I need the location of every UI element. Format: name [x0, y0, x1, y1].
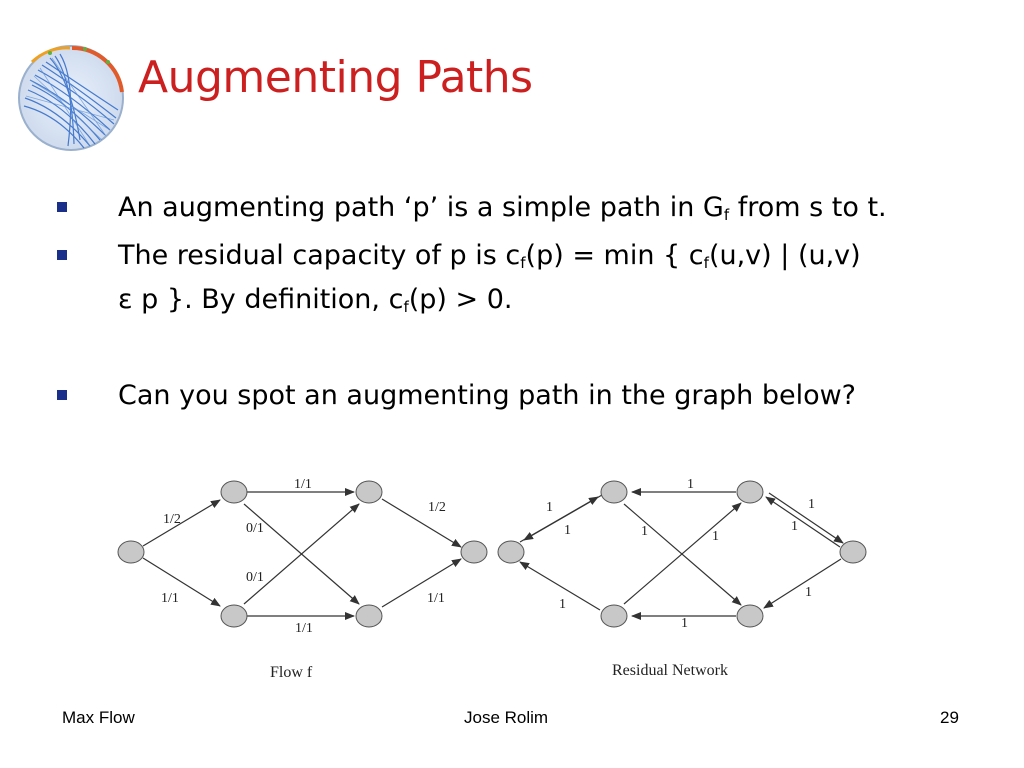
flow-edge-label: 1/1	[294, 477, 312, 492]
bullet-1-text-end: from s to t.	[729, 192, 887, 223]
flow-diagram: 1/2 1/1 1/1 0/1 0/1 1/2 1/1 1/1 Flow f 1…	[117, 477, 867, 681]
bullet-2-text: The residual capacity of p is c	[118, 240, 521, 271]
residual-edge	[623, 502, 742, 605]
bullet-augmenting-path: An augmenting path ‘p’ is a simple path …	[118, 186, 887, 230]
bullet-2-text: (p) > 0.	[408, 284, 513, 315]
residual-graph-caption: Residual Network	[612, 662, 728, 679]
flow-node	[355, 480, 383, 504]
flow-node	[220, 480, 248, 504]
residual-node	[600, 604, 628, 628]
flow-node	[220, 604, 248, 628]
residual-edge	[623, 503, 742, 606]
residual-edge	[519, 561, 601, 611]
residual-edge-label: 1	[791, 519, 798, 534]
residual-edge-label: 1	[808, 497, 815, 512]
flow-graph-caption: Flow f	[270, 664, 313, 681]
bullet-residual-capacity-line-2: ε p }. By definition, cf(p) > 0.	[118, 278, 512, 322]
bullet-marker	[57, 202, 67, 212]
residual-edge	[765, 496, 841, 548]
residual-edge	[763, 558, 842, 609]
residual-edge-label: 1	[681, 616, 688, 631]
residual-node	[736, 480, 764, 504]
footer-author: Jose Rolim	[464, 708, 549, 727]
flow-edge-labels: 1/2 1/1 1/1 0/1 0/1 1/2 1/1 1/1	[161, 477, 446, 636]
residual-edge-label: 1	[712, 529, 719, 544]
residual-edge-label: 1	[687, 477, 694, 492]
flow-edge-label: 1/1	[161, 591, 179, 606]
flow-node-t	[460, 540, 488, 564]
flow-node-s	[117, 540, 145, 564]
flow-nodes	[117, 480, 488, 628]
bullet-2-text: (p) = min { c	[525, 240, 704, 271]
bullet-2-text: (u,v) | (u,v)	[708, 240, 861, 271]
footer-topic: Max Flow	[62, 708, 135, 727]
residual-node-t	[839, 540, 867, 564]
bullet-2-subscript: f	[703, 254, 709, 272]
bullet-marker	[57, 250, 67, 260]
flow-edge-label: 1/1	[427, 591, 445, 606]
residual-edge-labels: 1 1 1 1 1 1 1 1 1 1	[546, 477, 815, 631]
bullet-2-subscript: f	[403, 298, 409, 316]
residual-edge-label: 1	[805, 585, 812, 600]
residual-edge-label: 1	[546, 500, 553, 515]
bullet-1-text: An augmenting path ‘p’ is a simple path …	[118, 192, 724, 223]
flow-node	[355, 604, 383, 628]
flow-edge	[243, 503, 360, 605]
residual-edge-label: 1	[564, 523, 571, 538]
residual-edge	[768, 492, 844, 544]
flow-edge-label: 1/2	[163, 512, 181, 527]
bullet-2-subscript: f	[520, 254, 526, 272]
residual-edge	[523, 494, 603, 541]
bullet-question: Can you spot an augmenting path in the g…	[118, 380, 857, 411]
residual-edge-label: 1	[641, 524, 648, 539]
flow-edge-label: 0/1	[246, 521, 264, 536]
residual-node	[736, 604, 764, 628]
bullet-residual-capacity-line-1: The residual capacity of p is cf(p) = mi…	[118, 234, 861, 278]
flow-edge	[142, 557, 221, 607]
residual-node	[600, 480, 628, 504]
page-number: 29	[940, 708, 959, 727]
flow-edge-label: 1/2	[428, 500, 446, 515]
flow-edge	[142, 499, 221, 547]
residual-edge-label: 1	[559, 597, 566, 612]
flow-edge-label: 1/1	[295, 621, 313, 636]
slide-title: Augmenting Paths	[138, 52, 533, 103]
flow-edge-label: 0/1	[246, 570, 264, 585]
bullet-1-subscript: f	[723, 206, 730, 224]
flow-edge	[381, 558, 462, 608]
residual-graph	[519, 488, 844, 620]
network-logo-icon	[18, 45, 124, 151]
residual-node-s	[497, 540, 525, 564]
flow-edge	[381, 498, 462, 548]
flow-graph	[142, 488, 462, 620]
bullet-marker	[57, 390, 67, 400]
bullet-2-text: ε p }. By definition, c	[118, 284, 404, 315]
residual-nodes	[497, 480, 867, 628]
